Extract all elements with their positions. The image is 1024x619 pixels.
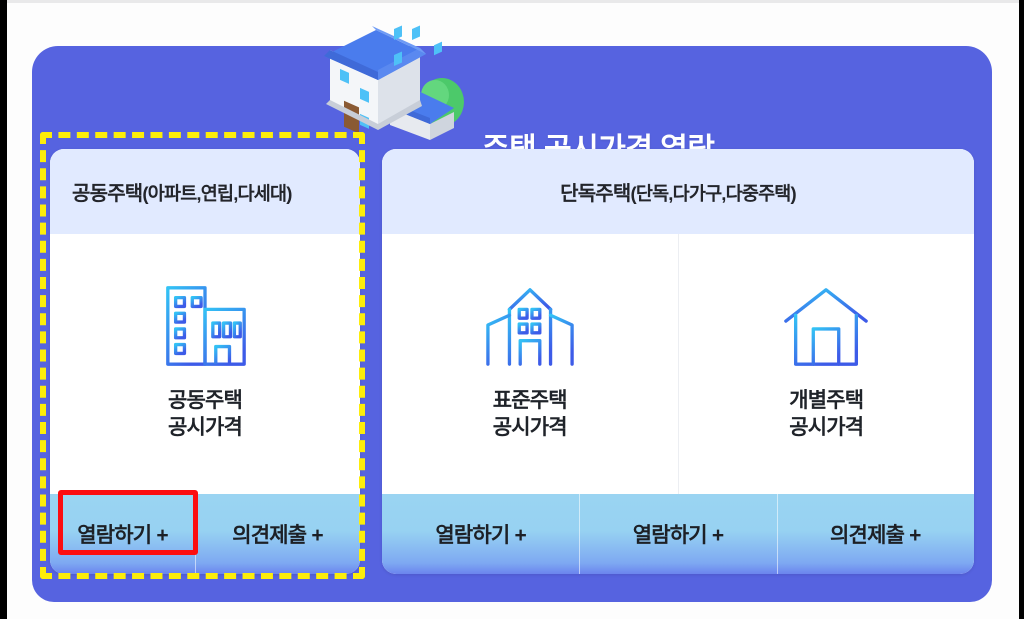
view-button-apartment[interactable]: 열람하기 +: [77, 524, 168, 547]
cell-standard-house-label-line2: 공시가격: [492, 416, 568, 439]
house-illustration: [324, 25, 464, 140]
card-apartment-title: 공동주택: [72, 183, 143, 205]
card-detached-header: 단독주택(단독,다가구,다중주택): [382, 149, 974, 234]
card-apartment: 공동주택(아파트,연립,다세대): [50, 149, 360, 574]
cell-standard-house-label: 표준주택 공시가격: [492, 388, 568, 442]
card-apartment-header: 공동주택(아파트,연립,다세대): [50, 149, 360, 234]
cell-apartment-label-line2: 공시가격: [167, 416, 243, 439]
card-detached-subtitle: (단독,다가구,다중주택): [630, 183, 797, 204]
cell-individual-house-price[interactable]: 개별주택 공시가격: [677, 234, 975, 494]
card-apartment-subtitle: (아파트,연립,다세대): [142, 183, 292, 204]
cell-standard-house-price[interactable]: 표준주택 공시가격: [382, 234, 678, 494]
tree-icon: [420, 78, 464, 132]
standard-house-icon: [482, 288, 578, 366]
cell-individual-house-label-line2: 공시가격: [789, 416, 864, 439]
apartment-building-icon: [166, 286, 246, 366]
housing-price-panel: 주택 공시가격 열람 공동주택(아파트,연립,다세대): [32, 25, 992, 602]
cell-individual-house-label: 개별주택 공시가격: [789, 388, 864, 442]
cell-apartment-label-line1: 공동주택: [167, 389, 243, 413]
cell-standard-house-label-line1: 표준주택: [492, 389, 568, 413]
view-button-standard-house[interactable]: 열람하기 +: [435, 524, 526, 547]
card-apartment-body: 공동주택 공시가격: [50, 234, 360, 494]
cards-container: 공동주택(아파트,연립,다세대): [50, 149, 974, 574]
card-apartment-actions: 열람하기 + 의견제출 +: [50, 494, 360, 574]
opinion-button-individual-house[interactable]: 의견제출 +: [776, 494, 974, 574]
card-detached-title: 단독주택: [560, 183, 631, 205]
cell-apartment-price[interactable]: 공동주택 공시가격: [50, 234, 360, 494]
card-detached: 단독주택(단독,다가구,다중주택): [382, 149, 974, 574]
opinion-button-apartment[interactable]: 의견제출 +: [195, 494, 360, 574]
card-detached-actions: 열람하기 + 열람하기 + 의견제출 +: [382, 494, 974, 574]
card-detached-body: 표준주택 공시가격: [382, 234, 974, 494]
view-button-individual-house[interactable]: 열람하기 +: [579, 494, 776, 574]
cell-individual-house-label-line1: 개별주택: [789, 389, 864, 413]
cell-apartment-label: 공동주택 공시가격: [167, 388, 243, 442]
individual-house-icon: [784, 288, 869, 366]
